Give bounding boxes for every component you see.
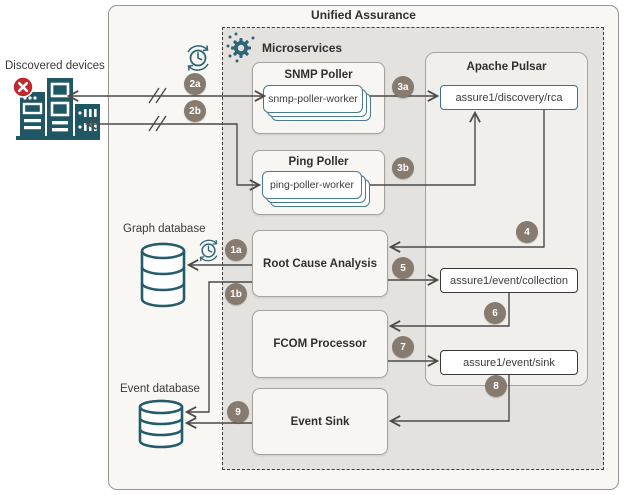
clock-refresh-icon [199, 239, 218, 262]
step-badge-4: 4 [516, 221, 538, 243]
root-cause-analysis-box: Root Cause Analysis [252, 230, 388, 297]
step-badge-7: 7 [392, 336, 414, 358]
step-badge-3b: 3b [392, 157, 414, 179]
fcom-processor-title: FCOM Processor [273, 338, 367, 350]
topic-event-sink: assure1/event/sink [440, 350, 578, 375]
fcom-processor-box: FCOM Processor [252, 310, 388, 378]
ping-poller-worker-box: ping-poller-worker [262, 171, 362, 199]
discovered-devices-label: Discovered devices [5, 60, 105, 72]
step-badge-2a: 2a [184, 73, 206, 95]
graph-database-icon [140, 242, 186, 308]
snmp-poller-worker-box: snmp-poller-worker [263, 85, 363, 113]
microservices-label: Microservices [262, 41, 343, 55]
event-database-label: Event database [120, 383, 200, 395]
step-badge-3a: 3a [392, 76, 414, 98]
step-badge-9: 9 [227, 401, 249, 423]
step-badge-8: 8 [485, 375, 507, 397]
step-badge-2b: 2b [184, 100, 206, 122]
ping-poller-title: Ping Poller [288, 156, 349, 168]
root-cause-analysis-title: Root Cause Analysis [263, 257, 377, 270]
topic-event-collection: assure1/event/collection [440, 268, 578, 293]
event-sink-box: Event Sink [252, 388, 388, 455]
diagram-title: Unified Assurance [311, 8, 416, 22]
error-x-icon [12, 76, 34, 98]
step-badge-1a: 1a [225, 239, 247, 261]
gear-icon [226, 32, 255, 63]
event-sink-title: Event Sink [290, 415, 350, 428]
step-badge-5: 5 [392, 257, 414, 279]
step-badge-6: 6 [484, 302, 506, 324]
step-badge-1b: 1b [225, 283, 247, 305]
clock-refresh-icon [187, 45, 209, 71]
snmp-poller-box: SNMP Poller snmp-poller-worker [252, 62, 385, 134]
network-devices-icon [12, 76, 100, 140]
snmp-poller-title: SNMP Poller [284, 69, 353, 81]
topic-discovery-rca: assure1/discovery/rca [440, 85, 578, 110]
apache-pulsar-title: Apache Pulsar [466, 61, 547, 73]
event-database-icon [138, 399, 184, 449]
graph-database-label: Graph database [123, 223, 206, 235]
ping-poller-box: Ping Poller ping-poller-worker [252, 150, 385, 215]
